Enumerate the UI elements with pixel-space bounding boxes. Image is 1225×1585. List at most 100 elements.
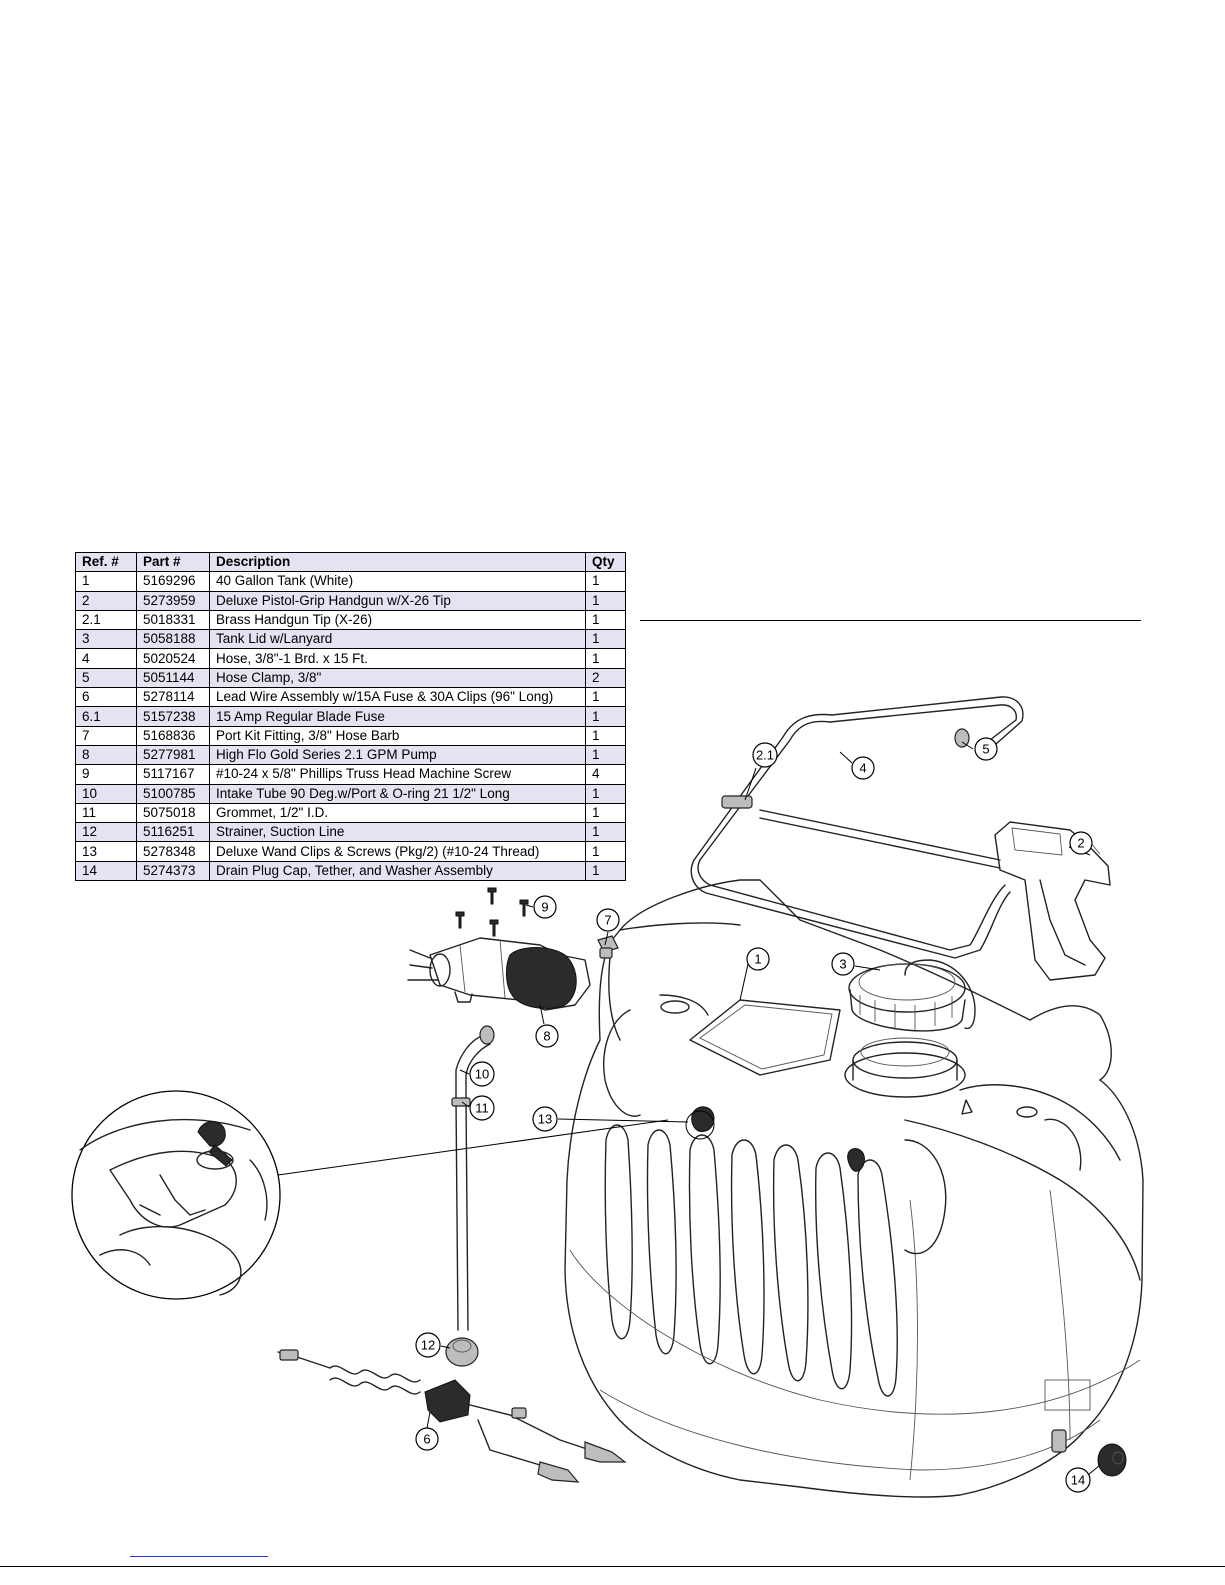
svg-text:13: 13 — [538, 1112, 552, 1127]
cell-description: Hose, 3/8"-1 Brd. x 15 Ft. — [209, 648, 586, 669]
callout-4: 4 — [851, 756, 875, 780]
divider-line — [640, 620, 1141, 621]
hose-drawing — [690, 696, 1111, 981]
parts-table-header-row: Ref. # Part # Description Qty — [75, 551, 626, 573]
header-description: Description — [209, 551, 586, 573]
callout-1: 1 — [746, 947, 770, 971]
cell-ref: 3 — [75, 629, 137, 650]
svg-text:2.1: 2.1 — [756, 748, 774, 763]
callout-3: 3 — [831, 952, 855, 976]
cell-qty: 1 — [585, 744, 626, 766]
svg-text:3: 3 — [839, 957, 846, 972]
callout-12: 12 — [415, 1332, 441, 1358]
cell-qty: 1 — [585, 571, 626, 592]
cell-qty: 4 — [585, 764, 626, 785]
callout-14: 14 — [1065, 1467, 1091, 1493]
svg-text:14: 14 — [1071, 1473, 1085, 1488]
cell-description: 40 Gallon Tank (White) — [209, 571, 586, 592]
cell-part-number: 5169296 — [136, 571, 210, 592]
cell-part-number: 5278348 — [136, 841, 210, 862]
cell-qty: 2 — [585, 667, 626, 689]
cell-description: Intake Tube 90 Deg.w/Port & O-ring 21 1/… — [209, 783, 586, 804]
tank-ribs — [604, 1124, 898, 1397]
cell-ref: 1 — [75, 571, 137, 592]
cell-qty: 1 — [585, 860, 626, 882]
svg-text:5: 5 — [982, 742, 989, 757]
wand-clip-detail-view — [71, 1090, 281, 1300]
cell-qty: 1 — [585, 822, 626, 843]
svg-text:4: 4 — [859, 761, 866, 776]
callout-10: 10 — [469, 1061, 495, 1087]
cell-qty: 1 — [585, 841, 626, 862]
cell-qty: 1 — [585, 706, 626, 727]
cell-description: Drain Plug Cap, Tether, and Washer Assem… — [209, 860, 586, 882]
cell-qty: 1 — [585, 629, 626, 650]
tank-drawing — [564, 879, 1144, 1498]
cell-description: Lead Wire Assembly w/15A Fuse & 30A Clip… — [209, 687, 586, 708]
cell-part-number: 5075018 — [136, 802, 210, 824]
svg-text:9: 9 — [541, 900, 548, 915]
cell-qty: 1 — [585, 725, 626, 746]
svg-text:12: 12 — [421, 1338, 435, 1353]
cell-description: 15 Amp Regular Blade Fuse — [209, 706, 586, 727]
cell-part-number: 5051144 — [136, 667, 210, 689]
svg-text:7: 7 — [604, 913, 611, 928]
leader-lines — [426, 741, 1101, 1476]
cell-description: Grommet, 1/2" I.D. — [209, 802, 586, 824]
cell-ref: 2.1 — [75, 609, 137, 631]
cell-part-number: 5117167 — [136, 764, 210, 785]
callout-11: 11 — [469, 1095, 495, 1121]
intake-tube-drawing — [445, 1025, 495, 1367]
callout-2-1: 2.1 — [752, 742, 778, 768]
callout-7: 7 — [596, 908, 620, 932]
cell-description: Port Kit Fitting, 3/8" Hose Barb — [209, 725, 586, 746]
cell-ref: 7 — [75, 725, 137, 746]
lead-wire-drawing — [277, 1349, 627, 1483]
pump-drawing — [407, 887, 619, 1011]
cell-ref: 12 — [75, 822, 137, 843]
header-ref: Ref. # — [75, 551, 137, 573]
svg-text:10: 10 — [475, 1067, 489, 1082]
cell-part-number: 5273959 — [136, 590, 210, 611]
drain-plug-drawing — [1097, 1443, 1127, 1477]
cell-part-number: 5018331 — [136, 609, 210, 631]
cell-description: Brass Handgun Tip (X-26) — [209, 609, 586, 631]
cell-part-number: 5020524 — [136, 648, 210, 669]
tank-lid-drawing — [848, 959, 976, 1032]
svg-text:8: 8 — [543, 1029, 550, 1044]
footer-rule — [0, 1566, 1225, 1567]
cell-ref: 13 — [75, 841, 137, 862]
cell-description: Deluxe Pistol-Grip Handgun w/X-26 Tip — [209, 590, 586, 611]
svg-text:6: 6 — [423, 1432, 430, 1447]
cell-part-number: 5058188 — [136, 629, 210, 650]
cell-description: Strainer, Suction Line — [209, 822, 586, 843]
cell-qty: 1 — [585, 783, 626, 804]
cell-ref: 14 — [75, 860, 137, 882]
cell-ref: 11 — [75, 802, 137, 824]
header-part: Part # — [136, 551, 210, 573]
cell-description: Deluxe Wand Clips & Screws (Pkg/2) (#10-… — [209, 841, 586, 862]
cell-part-number: 5157238 — [136, 706, 210, 727]
footer-link-underline[interactable] — [130, 1556, 268, 1557]
cell-part-number: 5100785 — [136, 783, 210, 804]
callout-5: 5 — [974, 737, 998, 761]
detail-focus-circle — [685, 1110, 715, 1140]
callout-13: 13 — [532, 1106, 558, 1132]
svg-text:2: 2 — [1077, 836, 1084, 851]
cell-qty: 1 — [585, 687, 626, 708]
